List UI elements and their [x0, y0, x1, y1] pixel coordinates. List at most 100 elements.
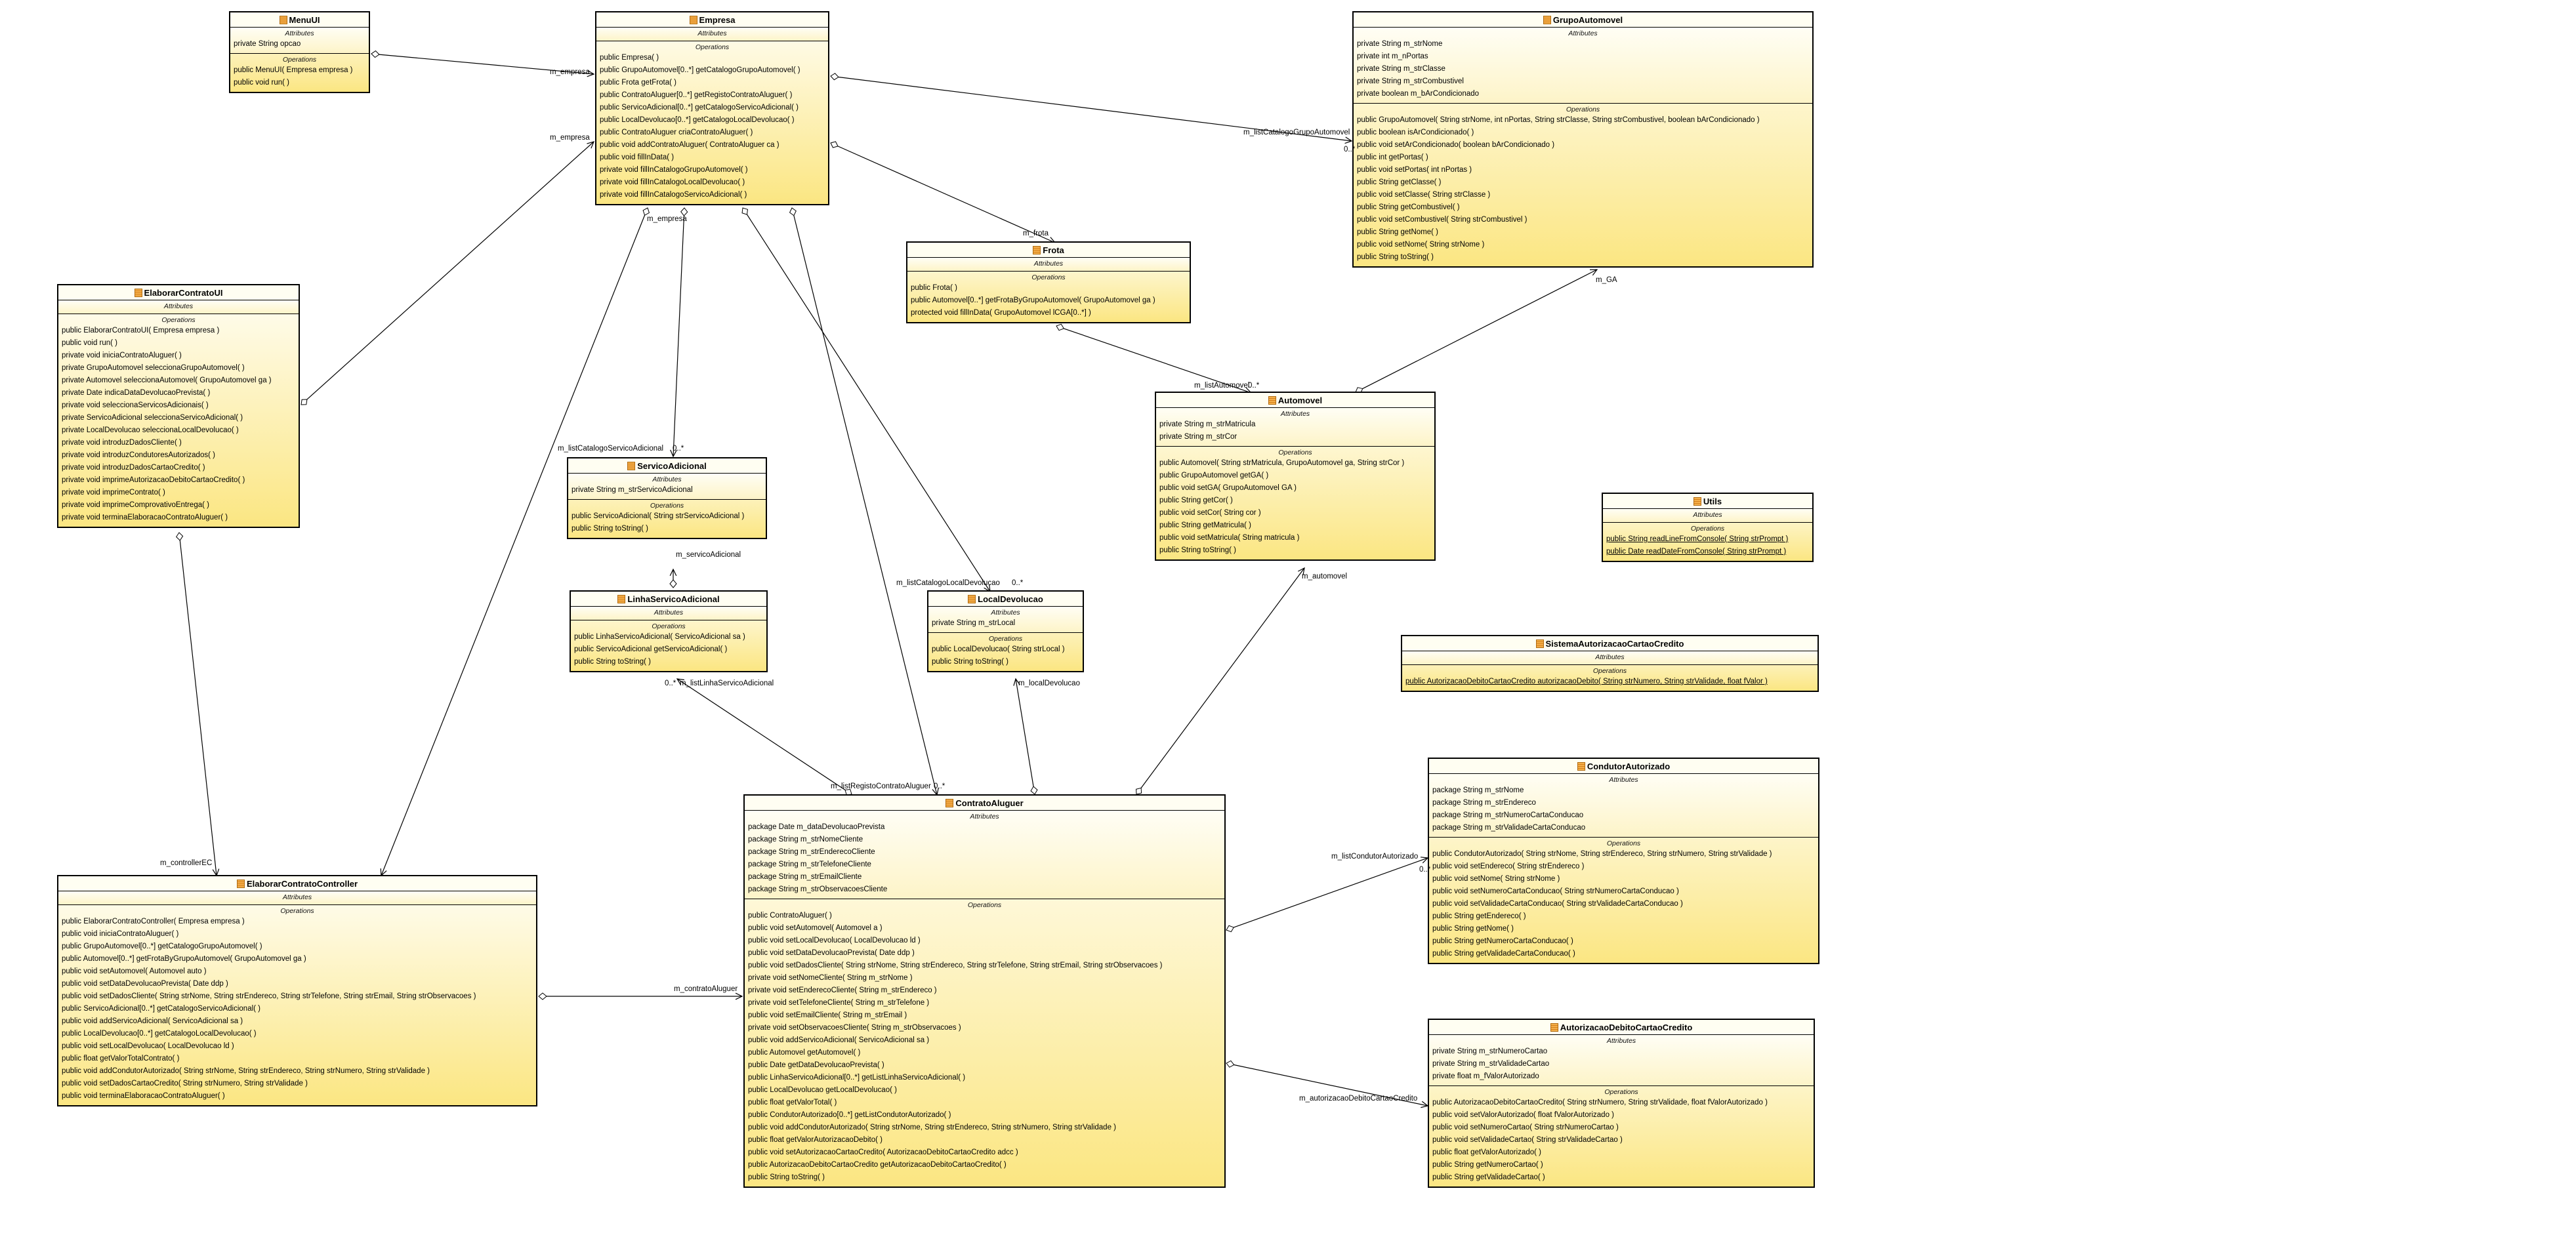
- operation-row: public void iniciaContratoAluguer( ): [62, 930, 179, 938]
- operation-row: public String getValidadeCartaConducao( …: [1432, 950, 1575, 958]
- class-name: MenuUI: [289, 14, 320, 25]
- attributes-label: Attributes: [970, 813, 999, 821]
- operation-row: public ServicoAdicional[0..*] getCatalog…: [600, 104, 799, 112]
- association-multiplicity-label: 0..*: [1344, 146, 1356, 153]
- attribute-row: private String m_strNumeroCartao: [1432, 1047, 1548, 1055]
- class-name: SistemaAutorizacaoCartaoCredito: [1545, 638, 1684, 649]
- operation-row: public GrupoAutomovel[0..*] getCatalogoG…: [600, 66, 800, 74]
- aggregation-diamond-icon: [669, 579, 677, 588]
- operation-row: public Frota getFrota( ): [600, 79, 676, 87]
- association-contrato-aluguer-to-condutor-autorizado: [1234, 857, 1428, 928]
- association-role-label: m_frota: [1023, 230, 1049, 237]
- operation-row: public String getNome( ): [1432, 925, 1514, 933]
- operation-row: public String getNumeroCartao( ): [1432, 1161, 1543, 1169]
- operation-row: public int getPortas( ): [1357, 153, 1428, 161]
- operation-row: public MenuUI( Empresa empresa ): [234, 66, 353, 74]
- association-role-label: m_automovel: [1302, 573, 1348, 580]
- operation-row: public AutorizacaoDebitoCartaoCredito ge…: [748, 1161, 1007, 1169]
- operations-label: Operations: [282, 56, 317, 64]
- class-icon: [1268, 395, 1276, 405]
- attributes-label: Attributes: [1280, 410, 1310, 418]
- operation-row: public void setEmailCliente( String m_st…: [748, 1011, 907, 1019]
- class-name: GrupoAutomovel: [1552, 14, 1623, 25]
- operation-row: public void setMatricula( String matricu…: [1159, 534, 1300, 542]
- operations-label: Operations: [161, 316, 196, 324]
- aggregation-diamond-icon: [789, 207, 797, 216]
- class-name: LinhaServicoAdicional: [627, 594, 720, 604]
- operation-row: public String toString( ): [1357, 253, 1434, 261]
- operation-row: protected void fillInData( GrupoAutomove…: [911, 309, 1091, 317]
- attributes-compartment: Attributes: [1402, 651, 1818, 665]
- operation-row: private Automovel seleccionaAutomovel( G…: [62, 376, 272, 384]
- operations-compartment: Operations public MenuUI( Empresa empresa…: [230, 54, 369, 92]
- class-icon: [1033, 245, 1041, 254]
- operation-row: public void setLocalDevolucao( LocalDevo…: [748, 937, 921, 944]
- attribute-row: private String m_strLocal: [932, 619, 1016, 627]
- attributes-label: Attributes: [654, 609, 684, 617]
- operation-row: public String getNome( ): [1357, 228, 1438, 236]
- association-multiplicity-label: 0..*: [665, 679, 676, 687]
- association-elaborar-contrato-ui-to-empresa: [306, 141, 594, 400]
- operation-row: public GrupoAutomovel[0..*] getCatalogoG…: [62, 943, 262, 950]
- association-role-label: m_contratoAluguer: [674, 985, 738, 993]
- operation-row: private void setEnderecoCliente( String …: [748, 986, 937, 994]
- operation-row: public void setDadosCliente( String strN…: [62, 992, 476, 1000]
- operation-row: public void setEndereco( String strEnder…: [1432, 862, 1585, 870]
- association-multiplicity-label: 0..*: [1012, 579, 1024, 587]
- operation-row: public void setGA( GrupoAutomovel GA ): [1159, 484, 1297, 492]
- operation-row: public CondutorAutorizado[0..*] getListC…: [748, 1111, 951, 1119]
- operation-row: public void setLocalDevolucao( LocalDevo…: [62, 1042, 234, 1050]
- class-icon: [279, 15, 287, 24]
- operation-row: public float getValorAutorizado( ): [1432, 1148, 1541, 1156]
- attribute-row: package String m_strObservacoesCliente: [748, 885, 888, 893]
- operation-row: private void introduzDadosCliente( ): [62, 439, 182, 447]
- attributes-compartment: Attributes: [58, 300, 299, 314]
- association-role-label: m_listCondutorAutorizado: [1331, 853, 1419, 861]
- navigability-arrow-icon: [1421, 1101, 1429, 1108]
- association-role-label: m_listRegistoContratoAluguer: [831, 782, 931, 790]
- class-icon: [1543, 15, 1551, 24]
- class-header: Utils: [1603, 494, 1812, 509]
- operations-label: Operations: [1604, 1088, 1638, 1096]
- operation-row: public void addCondutorAutorizado( Strin…: [748, 1124, 1116, 1131]
- operation-row: public void setNumeroCartaConducao( Stri…: [1432, 887, 1679, 895]
- operation-row: public float getValorTotal( ): [748, 1099, 837, 1106]
- operation-row: private LocalDevolucao seleccionaLocalDe…: [62, 426, 239, 434]
- operations-label: Operations: [695, 43, 730, 51]
- operation-row: public Date readDateFromConsole( String …: [1606, 548, 1787, 556]
- class-icon: [689, 15, 697, 24]
- operation-row: public Automovel( String strMatricula, G…: [1159, 459, 1405, 467]
- operation-row: public LocalDevolucao( String strLocal ): [932, 645, 1065, 653]
- attribute-row: package String m_strEmailCliente: [748, 873, 862, 881]
- operation-row: public ServicoAdicional( String strServi…: [571, 512, 745, 520]
- operation-row: public GrupoAutomovel( String strNome, i…: [1357, 116, 1760, 124]
- operation-row: public boolean isArCondicionado( ): [1357, 129, 1474, 136]
- attributes-compartment: Attributes: [58, 891, 536, 905]
- attribute-row: package Date m_dataDevolucaoPrevista: [748, 823, 885, 831]
- attribute-row: private String m_strClasse: [1357, 65, 1445, 73]
- operation-row: private void setObservacoesCliente( Stri…: [748, 1024, 961, 1032]
- operation-row: public void addServicoAdicional( Servico…: [62, 1017, 243, 1025]
